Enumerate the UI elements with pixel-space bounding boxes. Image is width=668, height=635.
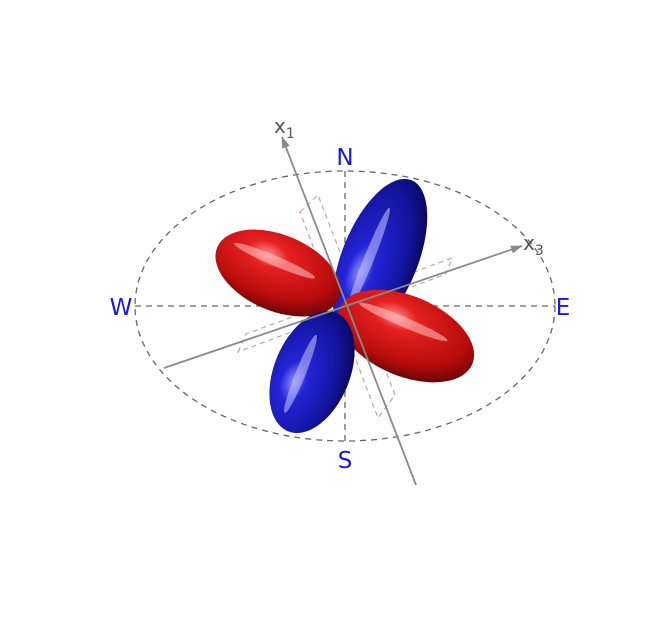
x3-axis-letter: x: [523, 231, 535, 255]
north-label: N: [336, 145, 353, 171]
x1-axis-label: x1: [274, 114, 295, 142]
x3-axis-subscript: 3: [535, 243, 544, 259]
east-label: E: [556, 295, 571, 321]
south-label: S: [338, 448, 353, 474]
x1-axis-letter: x: [274, 114, 286, 138]
tension-lobe-lower: [269, 310, 355, 434]
x3-axis-label: x3: [523, 231, 544, 259]
x1-axis-line: [281, 136, 417, 486]
west-label: W: [110, 295, 133, 321]
compression-lobe-right: [337, 289, 475, 383]
x3-axis-line: [163, 245, 523, 369]
x1-axis-subscript: 1: [286, 126, 295, 142]
nodal-plane-outline-horizontal: [236, 256, 454, 354]
compression-lobe-left: [215, 229, 341, 317]
